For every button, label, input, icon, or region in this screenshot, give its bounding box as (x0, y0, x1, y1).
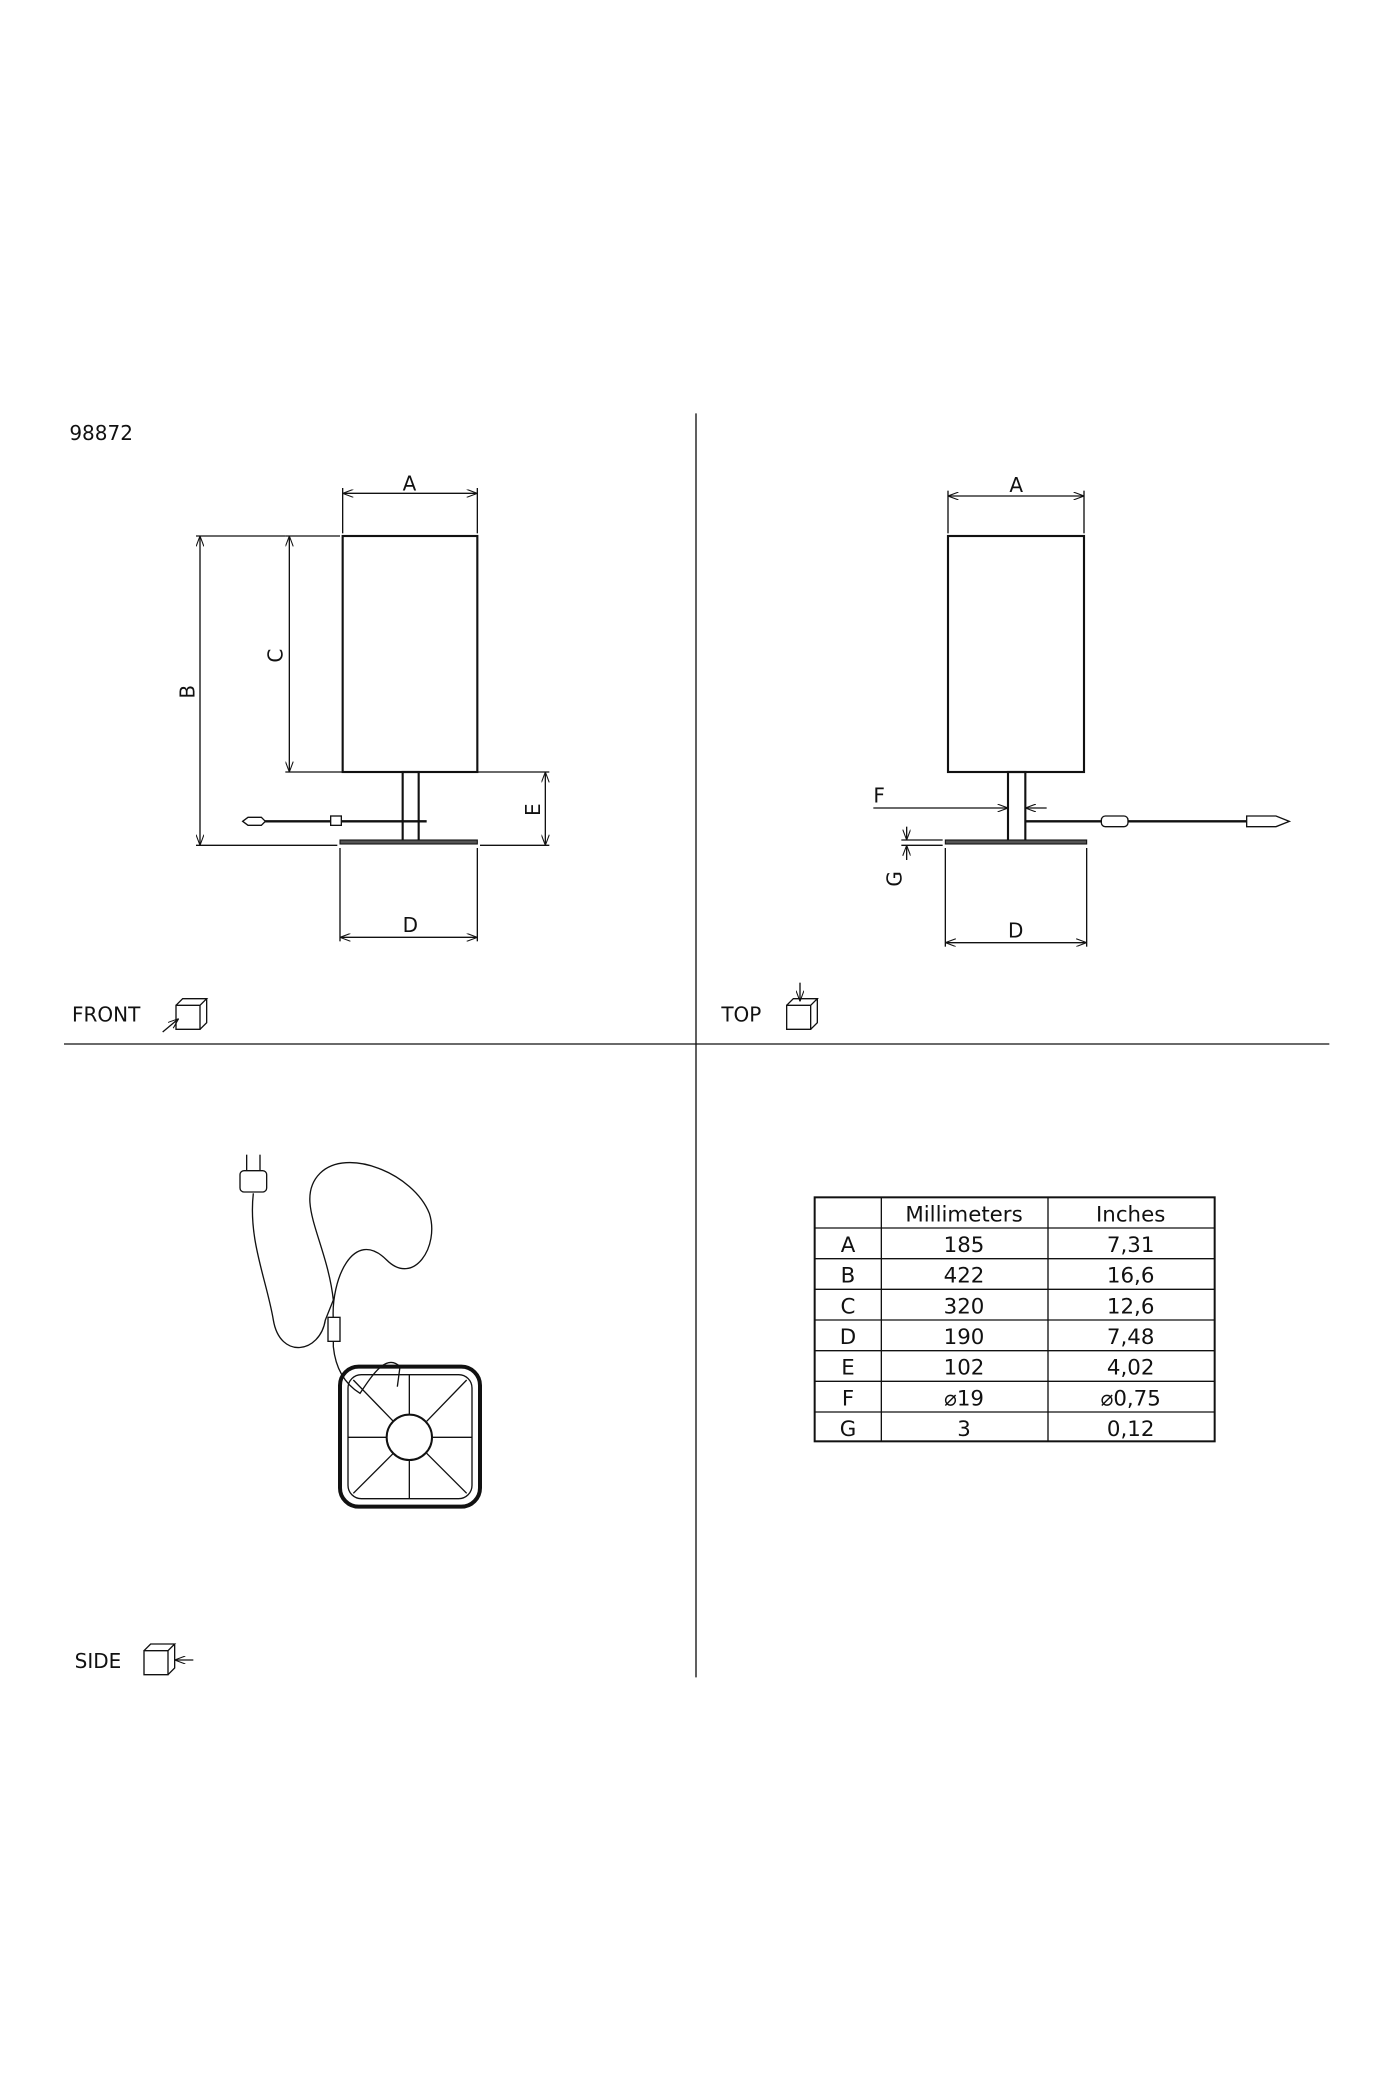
row-mm: ⌀19 (944, 1386, 984, 1411)
row-key: D (840, 1325, 856, 1350)
plug-icon (241, 816, 267, 826)
table-row: G 3 0,12 (840, 1417, 1155, 1442)
cord-switch (1100, 815, 1129, 828)
dim-label-d: D (403, 913, 418, 937)
cord-switch (327, 1316, 341, 1342)
row-key: E (841, 1356, 854, 1381)
dim-label-a: A (1009, 473, 1023, 497)
row-in: 0,12 (1107, 1417, 1155, 1442)
row-key: B (841, 1264, 856, 1289)
stem-socket (385, 1413, 433, 1461)
row-in: 4,02 (1107, 1356, 1155, 1381)
table-row: D 190 7,48 (840, 1325, 1155, 1350)
table-row: F ⌀19 ⌀0,75 (842, 1386, 1161, 1411)
lamp-base-outer (338, 1364, 482, 1509)
row-mm: 422 (944, 1264, 985, 1289)
dim-label-b: B (176, 685, 200, 699)
top-view: A F G D TOP (720, 473, 1292, 1030)
row-key: F (842, 1386, 854, 1411)
lamp-shade (946, 534, 1086, 774)
row-key: A (841, 1233, 856, 1258)
plug-icon (1246, 815, 1292, 828)
row-mm: 102 (944, 1356, 985, 1381)
row-mm: 3 (957, 1417, 971, 1442)
lamp-base (339, 839, 478, 845)
lamp-base (944, 839, 1088, 845)
row-in: 16,6 (1107, 1264, 1155, 1289)
dim-label-a: A (403, 472, 417, 496)
dim-label-f: F (873, 784, 885, 808)
row-mm: 320 (944, 1294, 985, 1319)
dim-label-c: C (264, 649, 288, 663)
table-row: A 185 7,31 (841, 1233, 1155, 1258)
front-view-label: FRONT (72, 1002, 141, 1026)
row-in: 12,6 (1107, 1294, 1155, 1319)
front-view: A C B E D FRONT (72, 472, 550, 1033)
dimension-table: Millimeters Inches A 185 7,31 B 422 16,6… (813, 1196, 1216, 1443)
row-mm: 190 (944, 1325, 985, 1350)
row-in: ⌀0,75 (1100, 1386, 1160, 1411)
table-header-inches: Inches (1096, 1202, 1165, 1227)
front-cube-icon (162, 998, 209, 1033)
power-cord (251, 1162, 433, 1395)
top-cube-icon (786, 982, 819, 1030)
table-header-millimeters: Millimeters (905, 1202, 1022, 1227)
table-row: E 102 4,02 (841, 1356, 1154, 1381)
top-view-label: TOP (720, 1002, 761, 1026)
dim-label-g: G (882, 871, 906, 887)
side-cube-icon (143, 1643, 194, 1676)
dim-label-d: D (1008, 918, 1023, 942)
lamp-stem (1006, 770, 1027, 843)
row-mm: 185 (944, 1233, 985, 1258)
row-key: C (841, 1294, 856, 1319)
table-row: C 320 12,6 (841, 1294, 1155, 1319)
product-code: 98872 (69, 421, 133, 445)
table-row: B 422 16,6 (841, 1264, 1155, 1289)
lamp-stem (401, 770, 420, 843)
row-in: 7,31 (1107, 1233, 1155, 1258)
side-view: SIDE (75, 1154, 482, 1676)
lamp-shade (341, 534, 479, 774)
row-in: 7,48 (1107, 1325, 1155, 1350)
side-view-label: SIDE (75, 1649, 122, 1673)
cord-switch (330, 815, 342, 826)
plug-icon (239, 1154, 268, 1193)
row-key: G (840, 1417, 857, 1442)
dim-label-e: E (521, 803, 545, 816)
